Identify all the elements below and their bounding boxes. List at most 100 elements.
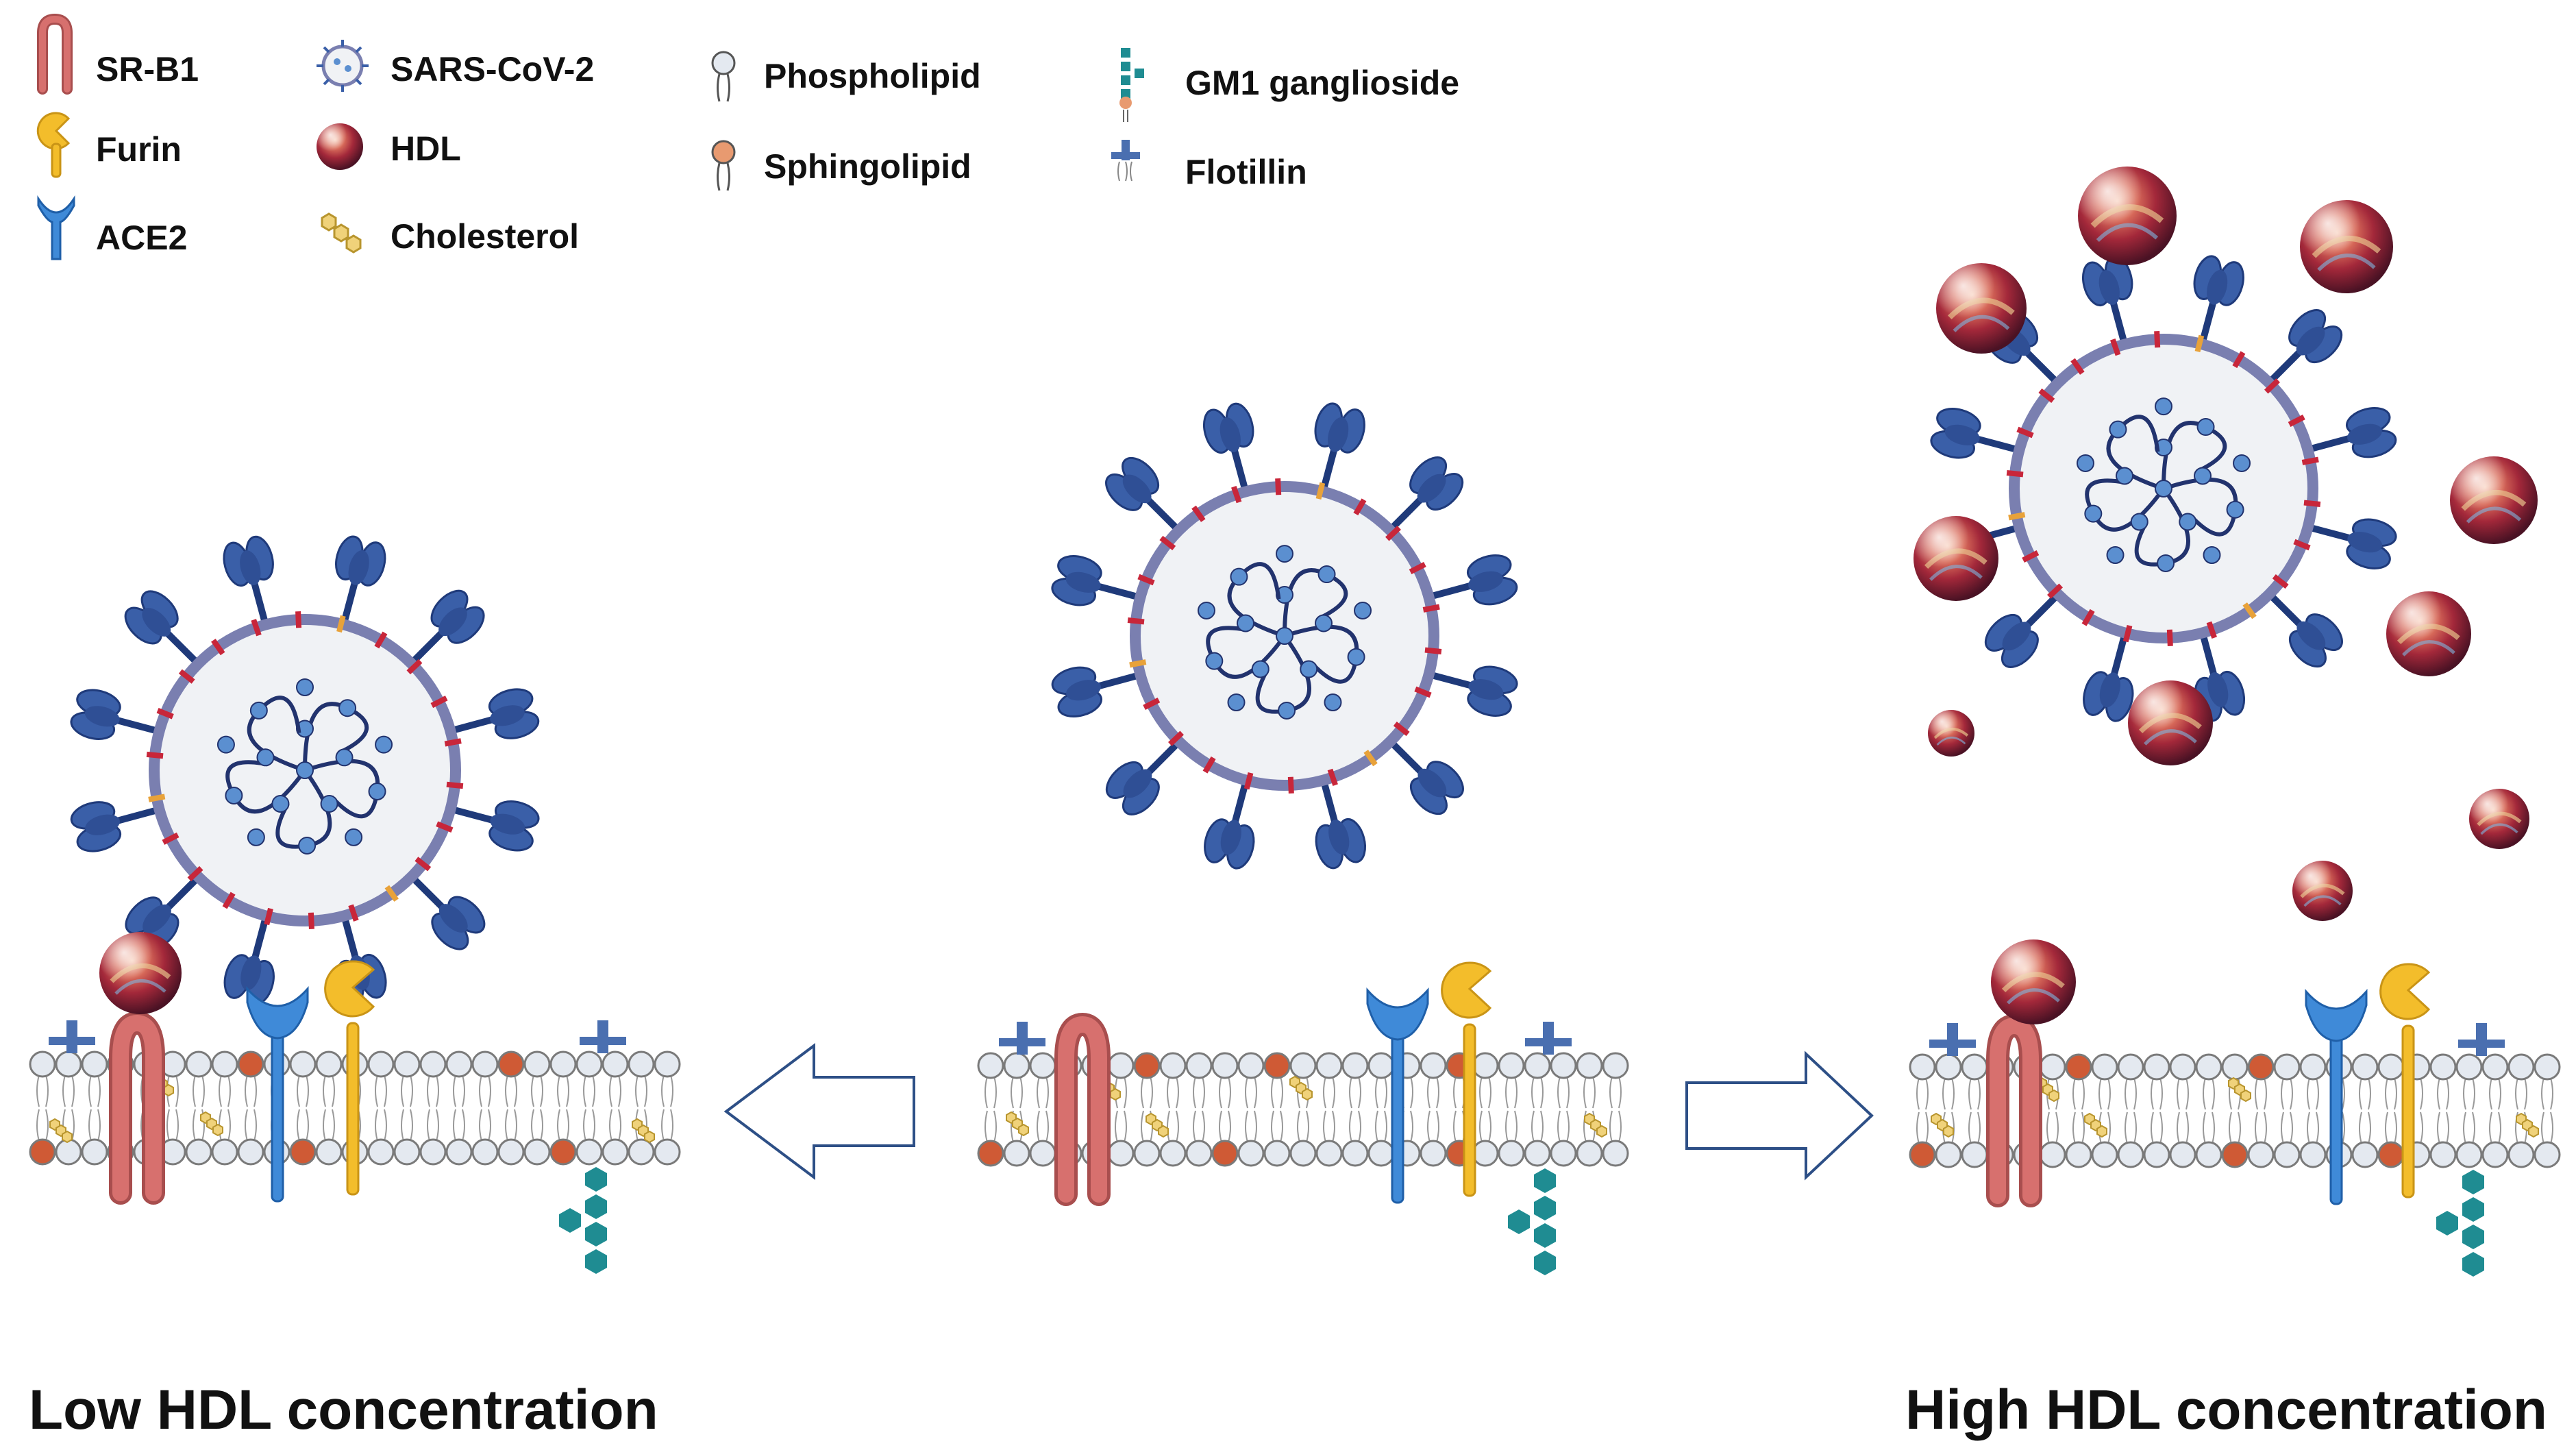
spike-protein-icon (1930, 408, 2022, 459)
phospholipid-head (1159, 1140, 1187, 1167)
sphingolipid-head (549, 1138, 577, 1166)
legend-item-sarscov2: SARS-CoV-2 (317, 40, 594, 92)
phospholipid-head (2273, 1053, 2301, 1081)
phospholipid-head (2117, 1053, 2144, 1081)
membrane-protein-icon (384, 885, 399, 902)
spike-protein-icon (2266, 590, 2343, 668)
cholesterol-icon (200, 1111, 223, 1137)
phospholipid-head (1472, 1140, 1499, 1167)
phospholipid-head (289, 1050, 317, 1078)
caption-high-hdl: High HDL concentration (1905, 1379, 2547, 1441)
flotillin-icon (2458, 1023, 2505, 1056)
spike-protein-icon (1202, 402, 1254, 494)
membrane-protein-icon (436, 821, 454, 833)
membrane-protein-icon (2008, 512, 2026, 521)
gm1-ganglioside-icon (1508, 1168, 1556, 1275)
phospholipid-head (2455, 1053, 2483, 1081)
hdl-particle-icon (2469, 789, 2529, 849)
spike-protein-icon (448, 688, 540, 739)
phospholipid-head (628, 1138, 655, 1166)
membrane-protein-icon (1243, 772, 1254, 790)
phospholipid-head (2247, 1141, 2275, 1168)
membrane-protein-icon (2272, 574, 2289, 589)
legend-label-furin: Furin (96, 130, 182, 169)
srb1-icon (37, 13, 73, 95)
gm1-icon (1119, 48, 1144, 122)
phospholipid-head (1550, 1052, 1577, 1079)
phospholipid-head (2169, 1053, 2196, 1081)
legend-item-hdl: HDL (317, 123, 461, 170)
hdl-particle-icon (1928, 710, 1974, 757)
phospholipid-head (1961, 1053, 1988, 1081)
spike-protein-icon (2083, 630, 2134, 722)
membrane-protein-icon (1143, 697, 1161, 710)
legend-label-cholesterol: Cholesterol (391, 217, 579, 256)
phospholipid-head (1420, 1052, 1447, 1079)
membrane-protein-icon (2264, 378, 2280, 394)
spike-protein-icon (408, 873, 486, 950)
legend-item-sphingolipid: Sphingolipid (711, 140, 971, 191)
phospholipid-head (1961, 1141, 1988, 1168)
spike-protein-icon (124, 590, 202, 667)
ace2-receptor-icon (2305, 989, 2368, 1205)
membrane-protein-icon (1275, 478, 1282, 495)
membrane-protein-icon (1414, 686, 1432, 698)
legend-label-ace2: ACE2 (96, 219, 187, 257)
phospholipid-head (2143, 1053, 2170, 1081)
sphingolipid-head (1133, 1052, 1161, 1079)
spike-protein-icon (2265, 309, 2343, 386)
sphingolipid-head (1263, 1052, 1291, 1079)
phospholipid-head (1289, 1140, 1317, 1167)
spike-protein-icon (1315, 778, 1367, 870)
phospholipid-head (2091, 1141, 2118, 1168)
legend-label-phospholipid: Phospholipid (764, 57, 981, 95)
phospholipid-head (2534, 1141, 2561, 1168)
phospholipid-head (1909, 1053, 1936, 1081)
phospholipid-head (471, 1050, 499, 1078)
hdl-layer (99, 167, 2538, 1024)
phospholipid-head (1133, 1140, 1161, 1167)
membrane-protein-icon (1422, 604, 1440, 613)
membrane-protein-icon (211, 639, 225, 656)
hdl-icon (317, 123, 363, 170)
phospholipid-head (1029, 1140, 1056, 1167)
phospholipid-head (1341, 1140, 1369, 1167)
cholesterol-icon (632, 1118, 655, 1144)
membrane-protein-icon (2006, 470, 2024, 478)
hdl-particle-icon (1936, 263, 2027, 354)
spike-protein-icon (1386, 456, 1464, 534)
sphingolipid-head (497, 1050, 525, 1078)
cholesterol-icon (49, 1118, 73, 1144)
phospholipid-head (55, 1050, 82, 1078)
phospholipid-head (1341, 1052, 1369, 1079)
membrane-protein-icon (1129, 659, 1147, 668)
phospholipid-head (315, 1138, 343, 1166)
sphingolipid-head (1211, 1140, 1239, 1167)
legend-item-phospholipid: Phospholipid (711, 51, 981, 102)
phospholipid-head (1159, 1052, 1187, 1079)
phospholipid-head (2429, 1141, 2457, 1168)
virus-layer (70, 255, 2397, 1005)
membrane-protein-icon (148, 794, 166, 802)
phospholipid-head (2299, 1053, 2327, 1081)
hdl-particle-icon (1991, 939, 2076, 1024)
phospholipid-head (2377, 1053, 2405, 1081)
membrane-protein-icon (1385, 526, 1401, 541)
phospholipid-head (81, 1138, 108, 1166)
membrane-protein-icon (2288, 415, 2305, 428)
sphingolipid-head (1909, 1141, 1936, 1168)
phospholipid-head (575, 1138, 603, 1166)
phospholipid-head (55, 1138, 82, 1166)
virus-icon (317, 40, 369, 92)
phospholipid-head (2195, 1141, 2222, 1168)
phospholipid-head (602, 1050, 629, 1078)
membrane-protein-icon (2038, 388, 2055, 404)
legend-label-hdl: HDL (391, 130, 461, 168)
phospholipid-head (1029, 1052, 1056, 1079)
furin-icon (36, 112, 71, 178)
membrane-protein-icon (156, 708, 174, 720)
legend-label-srb1: SR-B1 (96, 50, 199, 88)
legend-item-cholesterol: Cholesterol (321, 212, 579, 256)
membrane-protein-icon (1315, 482, 1326, 500)
phospholipid-head (393, 1050, 421, 1078)
